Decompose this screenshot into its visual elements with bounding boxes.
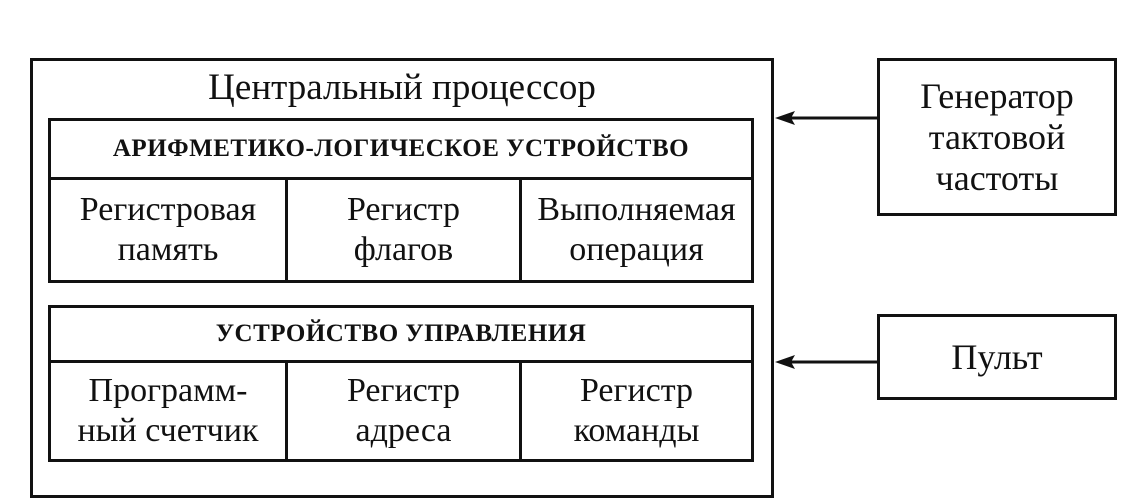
cu-program-counter: Программ- ный счетчик (48, 360, 288, 462)
alu-register-memory: Регистровая память (48, 177, 288, 283)
console-block: Пульт (877, 314, 1117, 400)
cu-instruction-register: Регистр команды (519, 360, 754, 462)
clock-arrow-head (775, 111, 795, 125)
alu-current-operation: Выполняемая операция (519, 177, 754, 283)
cpu-title: Центральный процессор (208, 67, 596, 108)
clock-generator-block: Генератор тактовой частоты (877, 58, 1117, 216)
connection-arrows (775, 111, 877, 369)
console-arrow-head (775, 355, 795, 369)
